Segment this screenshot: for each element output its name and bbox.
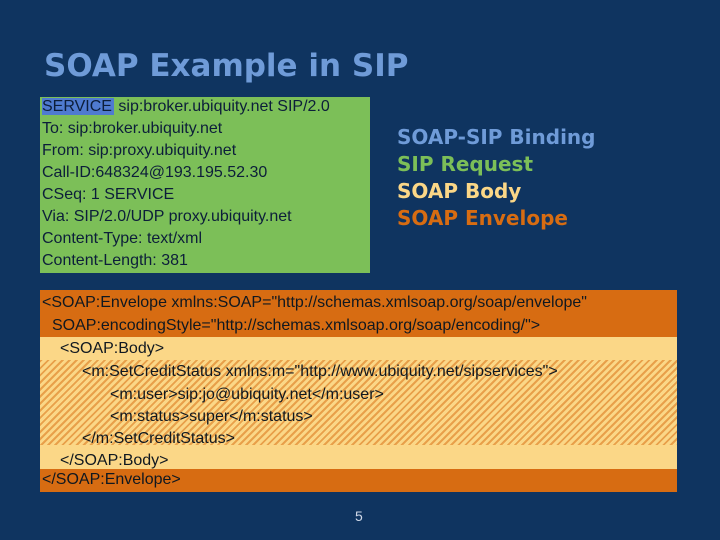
service-label: SERVICE: [42, 98, 114, 115]
sip-header-line: CSeq: 1 SERVICE: [42, 186, 175, 203]
legend-soap-body: SOAP Body: [397, 179, 522, 203]
sip-service-line: SERVICE sip:broker.ubiquity.net SIP/2.0: [42, 97, 330, 117]
xml-line: </SOAP:Body>: [60, 452, 169, 469]
page-number: 5: [355, 508, 363, 524]
sip-header-line: Call-ID:648324@193.195.52.30: [42, 164, 268, 181]
sip-header-line: Content-Length: 381: [42, 252, 188, 269]
xml-line: <SOAP:Envelope xmlns:SOAP="http://schema…: [42, 294, 587, 311]
xml-line: </SOAP:Envelope>: [42, 471, 181, 488]
sip-header-line: Content-Type: text/xml: [42, 230, 203, 247]
xml-line: SOAP:encodingStyle="http://schemas.xmlso…: [52, 317, 541, 334]
legend-sip-request: SIP Request: [397, 152, 534, 176]
sip-header-line: From: sip:proxy.ubiquity.net: [42, 142, 237, 159]
xml-line: <m:SetCreditStatus xmlns:m="http://www.u…: [82, 363, 558, 380]
sip-header-line: Via: SIP/2.0/UDP proxy.ubiquity.net: [42, 208, 292, 225]
soap-body-content-hatch: [40, 360, 677, 445]
xml-line: <m:user>sip:jo@ubiquity.net</m:user>: [110, 386, 384, 403]
color-legend: SOAP-SIP Binding SIP Request SOAP Body S…: [397, 124, 596, 232]
slide-title: SOAP Example in SIP: [44, 48, 409, 84]
xml-line: <SOAP:Body>: [60, 340, 165, 357]
service-request-uri: sip:broker.ubiquity.net SIP/2.0: [113, 98, 330, 115]
xml-line: <m:status>super</m:status>: [110, 408, 313, 425]
xml-line: </m:SetCreditStatus>: [82, 430, 235, 447]
legend-soap-sip-binding: SOAP-SIP Binding: [397, 125, 596, 149]
legend-soap-envelope: SOAP Envelope: [397, 206, 568, 230]
sip-request-block: SERVICE sip:broker.ubiquity.net SIP/2.0 …: [40, 97, 370, 273]
sip-header-line: To: sip:broker.ubiquity.net: [42, 120, 223, 137]
